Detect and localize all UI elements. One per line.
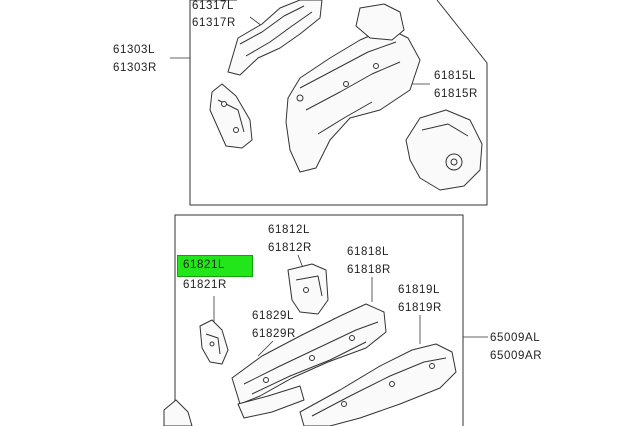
part-61317-upper-panel xyxy=(227,0,323,76)
part-main-apron xyxy=(285,3,421,173)
label-61819r[interactable]: 61819R xyxy=(398,302,442,314)
label-61818l[interactable]: 61818L xyxy=(347,246,389,258)
label-61317r[interactable]: 61317R xyxy=(192,17,236,29)
bottom-group-frame xyxy=(174,214,464,426)
part-61812-bracket xyxy=(287,263,329,315)
label-61818r[interactable]: 61818R xyxy=(347,264,391,276)
top-group-frame xyxy=(189,0,488,206)
label-61815r[interactable]: 61815R xyxy=(434,88,478,100)
part-61829-rail xyxy=(231,303,387,419)
part-61815-housing xyxy=(405,109,483,191)
part-61303-bracket xyxy=(209,83,253,149)
label-61303r[interactable]: 61303R xyxy=(113,62,157,74)
label-61819l[interactable]: 61819L xyxy=(398,284,440,296)
label-65009ar[interactable]: 65009AR xyxy=(490,350,543,362)
label-61812l[interactable]: 61812L xyxy=(268,224,310,236)
label-61821l[interactable]: 61821L xyxy=(183,259,225,271)
label-65009al[interactable]: 65009AL xyxy=(490,332,541,344)
label-61303l[interactable]: 61303L xyxy=(113,44,155,56)
label-61829r[interactable]: 61829R xyxy=(252,328,296,340)
label-61829l[interactable]: 61829L xyxy=(252,310,294,322)
label-61317l[interactable]: 61317L xyxy=(192,0,234,12)
part-61821-brace xyxy=(199,319,229,365)
label-61815l[interactable]: 61815L xyxy=(434,70,476,82)
part-lower-left-fragment xyxy=(163,399,193,426)
label-61812r[interactable]: 61812R xyxy=(268,242,312,254)
label-61821r[interactable]: 61821R xyxy=(183,279,227,291)
bottom-leader-lines xyxy=(213,254,488,357)
part-61819-side-member xyxy=(299,343,457,426)
highlight-61821l xyxy=(177,255,253,277)
